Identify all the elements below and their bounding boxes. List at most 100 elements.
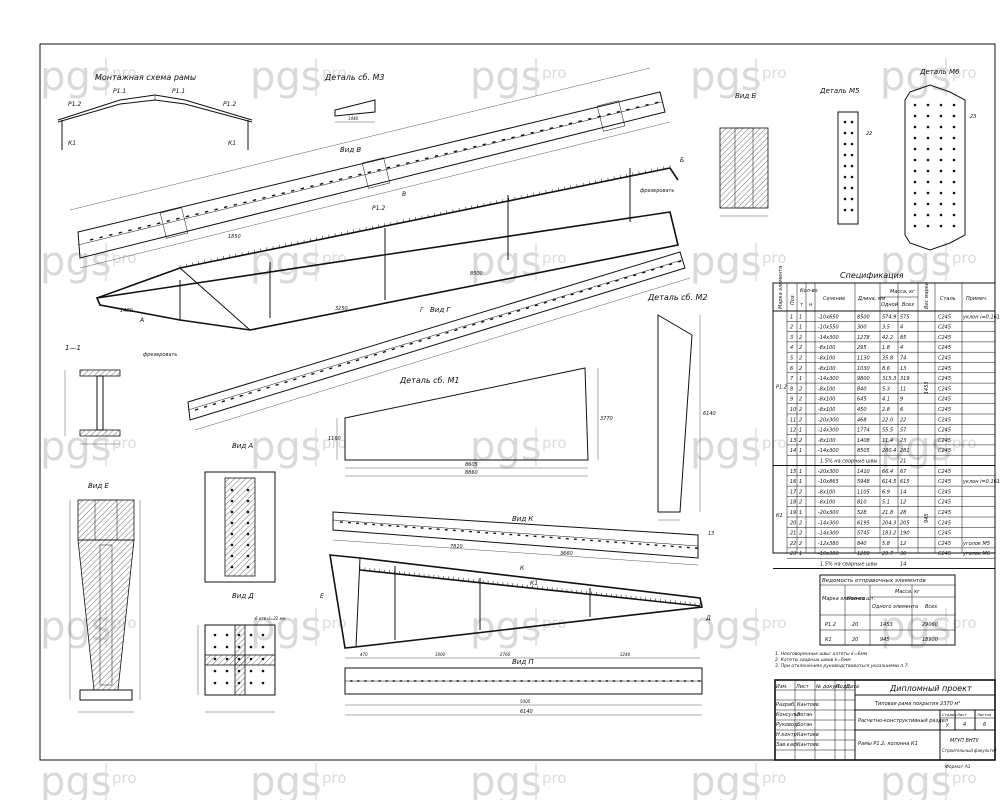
watermark-brand: pgs (880, 604, 952, 650)
ship-cell: 18900 (922, 637, 938, 643)
spec-header-weight: Вес марки (924, 281, 930, 309)
spec-cell: -12x380 (818, 541, 839, 547)
spec-cell: 1408 (857, 438, 870, 444)
top-beam: Вид В (69, 67, 671, 269)
spec-weld-row: 1.5% на сварные швы (820, 562, 878, 568)
spec-cell: 2 (799, 397, 802, 403)
cut-label: А (139, 317, 144, 324)
watermark-brand: pgs (880, 424, 952, 470)
watermark-brand: pgs (470, 239, 542, 285)
ship-cell: 20 (852, 637, 858, 643)
detail-m2: Деталь сб. М2 6140 (647, 293, 716, 521)
spec-mark-p12: Р1.2 (776, 384, 787, 390)
spec-cell: 4 (900, 345, 903, 351)
view-d: Вид Д 6 отв d=22 мм (197, 592, 286, 713)
spec-cell: 1130 (857, 356, 870, 362)
spec-cell: С245 (938, 500, 951, 506)
spec-header-section: Сечение (823, 296, 845, 302)
spec-header-mass-one: Одной (881, 302, 899, 308)
ship-header-mass: Масса, кг (895, 589, 920, 595)
dim-label: 7810 (450, 544, 463, 550)
watermark-brand: pgs (690, 54, 762, 100)
spec-cell: 16 (790, 479, 796, 485)
stamp-role: Разраб. (776, 702, 796, 708)
spec-cell: 5948 (857, 479, 870, 485)
spec-cell: -8x100 (818, 407, 836, 413)
spec-cell: уголок М6 (962, 551, 990, 557)
spec-cell: С245 (938, 314, 951, 320)
view-p-title: Вид П (512, 658, 534, 666)
spec-cell: 29.7 (882, 551, 894, 557)
watermark-suffix: pro (762, 614, 787, 632)
spec-cell: С245 (938, 438, 951, 444)
stamp-stage: у (945, 722, 950, 728)
spec-cell: 2 (799, 407, 802, 413)
spec-cell: С245 (938, 520, 951, 526)
spec-header-mass: Масса, кг (890, 289, 915, 295)
spec-cell: С245 (938, 479, 951, 485)
scheme-label-k1a: К1 (68, 140, 76, 147)
spec-cell: 13 (900, 366, 906, 372)
watermark-suffix: pro (112, 64, 137, 82)
spec-cell: 1774 (857, 428, 870, 434)
watermark-brand: pgs (690, 759, 762, 800)
spec-cell: 30 (900, 551, 906, 557)
spec-cell: 4 (900, 325, 903, 331)
view-b: Вид Б (719, 92, 769, 217)
ship-header-one: Одного элемента (872, 604, 918, 610)
watermark-suffix: pro (542, 769, 567, 787)
spec-cell: 1.8 (882, 345, 890, 351)
stamp-person: Боган (797, 722, 813, 728)
spec-header-qty: Кол-во (800, 288, 818, 294)
ship-header-mark: Марка элемента (822, 596, 865, 602)
watermark-suffix: pro (322, 769, 347, 787)
watermark-brand: pgs (470, 424, 542, 470)
spec-cell: -10x650 (818, 314, 839, 320)
watermark-brand: pgs (880, 54, 952, 100)
cut-label: Г (420, 307, 424, 314)
dim-label: 2760 (500, 652, 511, 657)
spec-cell: -8x100 (818, 356, 836, 362)
cut-label: Д (705, 615, 711, 622)
watermark-brand: pgs (470, 54, 542, 100)
spec-cell: 2.8 (882, 407, 890, 413)
spec-cell: 1 (790, 314, 793, 320)
spec-header-length: Длина, мм (857, 296, 886, 302)
spec-cell: С245 (938, 376, 951, 382)
watermark-suffix: pro (952, 249, 977, 267)
detail-m3: Деталь сб. М3 1440 (324, 73, 385, 123)
spec-title: Спецификация (840, 271, 904, 280)
cut-label: Б (680, 157, 684, 164)
spec-cell: С245 (938, 325, 951, 331)
spec-cell: 57 (900, 428, 907, 434)
spec-cell: 11 (790, 417, 796, 423)
spec-header-pos: Поз. (790, 294, 796, 305)
dim-label: 6140 (520, 709, 533, 715)
bottom-beam: Вид Г (187, 251, 691, 431)
spec-cell: 55.5 (882, 428, 893, 434)
spec-cell: -14x300 (818, 520, 839, 526)
watermark-suffix: pro (322, 614, 347, 632)
scheme-label-p12b: Р1.2 (223, 101, 236, 108)
watermark-brand: pgs (40, 239, 112, 285)
frame-label-p12: Р1.2 (372, 205, 385, 212)
spec-cell: 22 (900, 417, 906, 423)
svg-text:5000: 5000 (520, 699, 531, 704)
spec-cell: 8 (790, 386, 793, 392)
spec-cell: С245 (938, 531, 951, 537)
watermark-brand: pgs (880, 759, 952, 800)
spec-cell: 1 (799, 376, 802, 382)
spec-cell: 23 (900, 438, 906, 444)
spec-cell: -8x100 (818, 386, 836, 392)
spec-cell: 280.4 (882, 448, 896, 454)
spec-cell: 4.1 (882, 397, 890, 403)
dim-label: 8500 (470, 271, 483, 277)
spec-cell: -8x100 (818, 397, 836, 403)
spec-cell: 295 (857, 345, 867, 351)
spec-cell: -8x100 (818, 489, 836, 495)
spec-cell: 74 (900, 356, 906, 362)
view-a-title: Вид А (232, 442, 253, 450)
spec-cell: 2 (799, 386, 802, 392)
frame-p12: Р1.2 8500 1480 3250 1850 фрезеровать фре… (95, 157, 684, 358)
watermark-suffix: pro (322, 64, 347, 82)
